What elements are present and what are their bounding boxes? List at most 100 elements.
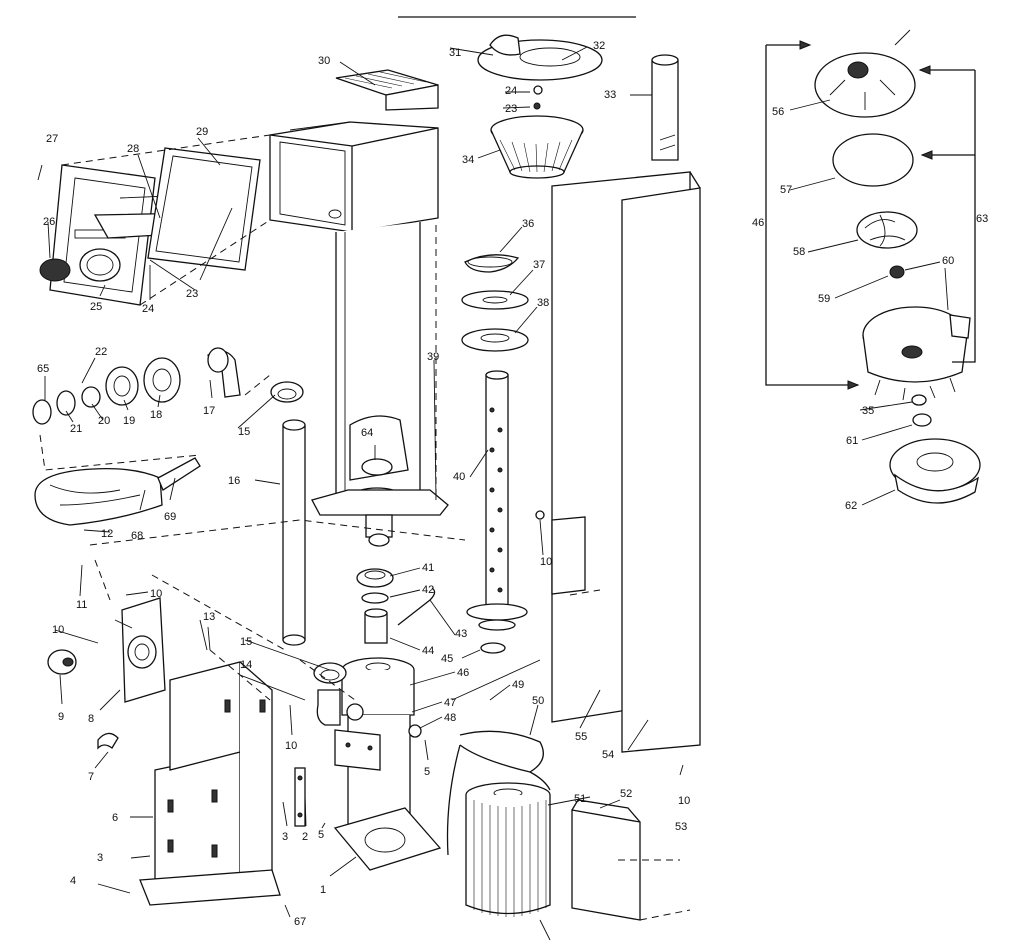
callout-68: 68: [131, 530, 143, 542]
callout-10: 10: [52, 624, 64, 636]
callout-10: 10: [285, 740, 297, 752]
power-cord-50: [446, 730, 551, 856]
bracket-2: [294, 767, 306, 827]
callout-23: 23: [186, 288, 198, 300]
callout-43: 43: [455, 628, 467, 640]
callout-10: 10: [150, 588, 162, 600]
callout-25: 25: [90, 301, 102, 313]
callout-22: 22: [95, 346, 107, 358]
washer-48: [408, 724, 422, 738]
callout-18: 18: [150, 409, 162, 421]
clip-43: [397, 587, 436, 626]
motor-bracket-62: [889, 438, 981, 504]
cabinet-panel-54: [621, 171, 701, 753]
callout-31: 31: [449, 47, 461, 59]
clamp-15-lower: [313, 662, 347, 684]
callout-10: 10: [678, 795, 690, 807]
elbow-14: [316, 689, 341, 726]
standpipe-40: [466, 370, 528, 631]
callout-36: 36: [522, 218, 534, 230]
screw-23: [533, 102, 541, 110]
callout-27: 27: [46, 133, 58, 145]
clip-7: [97, 732, 119, 750]
callout-labels: 1 2 3 3 4 5 5 6 7 8 9 10 10 10 10 10 11 …: [37, 40, 988, 928]
callout-60: 60: [942, 255, 954, 267]
impeller-58: [856, 211, 918, 249]
callout-26: 26: [43, 216, 55, 228]
pipe-33: [651, 54, 679, 161]
callout-69: 69: [164, 511, 176, 523]
callout-42: 42: [422, 584, 434, 596]
callout-21: 21: [70, 423, 82, 435]
gasket-29: [147, 147, 261, 271]
washer-24: [533, 85, 543, 95]
callout-6: 6: [112, 812, 118, 824]
ring-38: [461, 328, 529, 352]
callout-33: 33: [604, 89, 616, 101]
skimmer-cover: [477, 34, 603, 81]
callout-46: 46: [457, 667, 469, 679]
callout-53: 53: [675, 821, 687, 833]
callout-23: 23: [505, 103, 517, 115]
callout-1: 1: [320, 884, 326, 896]
leader-lines: [37, 46, 949, 918]
gasket-1: [333, 807, 442, 871]
callout-32: 32: [593, 40, 605, 52]
callout-45: 45: [441, 653, 453, 665]
fittings-row: [32, 347, 241, 425]
callout-65: 65: [37, 363, 49, 375]
callout-11: 11: [76, 599, 87, 611]
assembly-lines: [39, 29, 911, 941]
oring-57: [832, 133, 914, 187]
callout-62: 62: [845, 500, 857, 512]
callout-49: 49: [512, 679, 524, 691]
callout-39: 39: [427, 351, 439, 363]
bracket-8: [121, 597, 166, 703]
filter-cap-36: [464, 254, 520, 273]
callout-37: 37: [533, 259, 545, 271]
callout-9: 9: [58, 711, 64, 723]
callout-46: 46: [752, 217, 764, 229]
callout-4: 4: [70, 875, 76, 887]
callout-5: 5: [318, 829, 324, 841]
callout-2: 2: [302, 831, 308, 843]
callout-15: 15: [238, 426, 250, 438]
callout-24: 24: [142, 303, 154, 315]
callout-5: 5: [424, 766, 430, 778]
knob-26: [39, 258, 71, 282]
callout-14: 14: [240, 659, 252, 671]
callout-19: 19: [123, 415, 135, 427]
screw-10-cabinet: [535, 510, 545, 520]
callout-47: 47: [444, 697, 456, 709]
callout-30: 30: [318, 55, 330, 67]
callout-7: 7: [88, 771, 94, 783]
callout-12: 12: [101, 528, 113, 540]
callout-17: 17: [203, 405, 215, 417]
oring-45: [480, 642, 506, 654]
ring-37: [461, 290, 529, 310]
cover-52: [571, 799, 641, 921]
callout-57: 57: [780, 184, 792, 196]
callout-58: 58: [793, 246, 805, 258]
group-bracket-63: [918, 65, 976, 363]
callout-40: 40: [453, 471, 465, 483]
group-bracket-46: [765, 40, 860, 390]
callout-55: 55: [575, 731, 587, 743]
filter-cartridge-51: [465, 782, 551, 917]
oring-42: [361, 592, 389, 604]
callout-34: 34: [462, 154, 474, 166]
callout-38: 38: [537, 297, 549, 309]
face-plate: [49, 164, 156, 306]
callout-48: 48: [444, 712, 456, 724]
callout-67: 67: [294, 916, 306, 928]
callout-8: 8: [88, 713, 94, 725]
column-base: [311, 415, 449, 547]
callout-13: 13: [203, 611, 215, 623]
pump-cover-56: [814, 52, 916, 118]
filter-bag-68: [34, 457, 201, 526]
callout-15: 15: [240, 636, 252, 648]
callout-54: 54: [602, 749, 614, 761]
stand-6: [139, 661, 281, 906]
